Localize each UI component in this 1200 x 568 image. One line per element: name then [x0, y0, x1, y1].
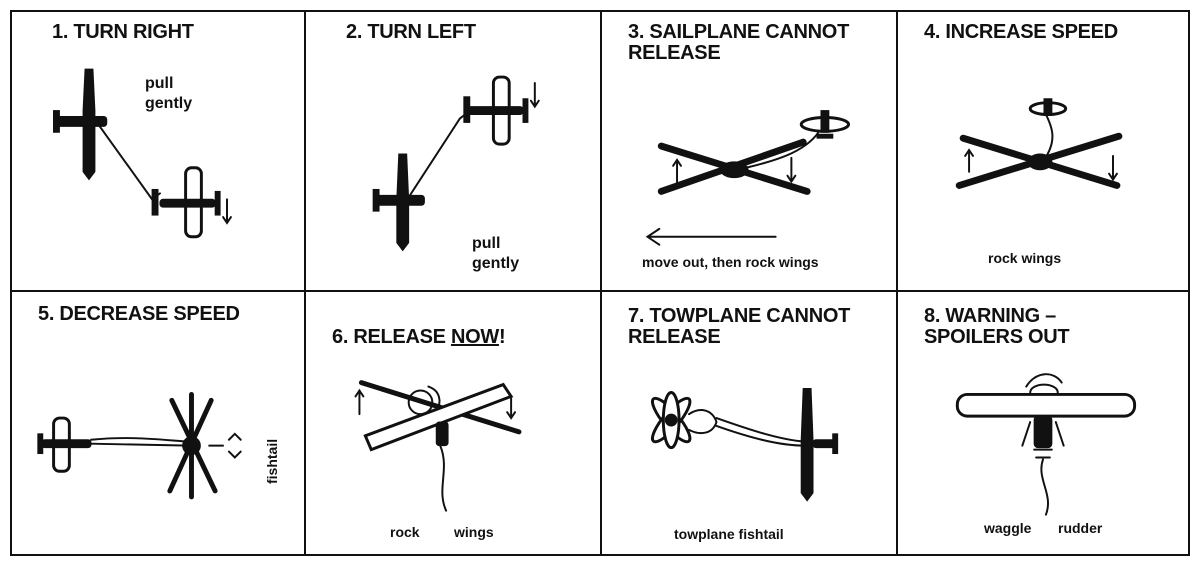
panel-caption: pull gently	[145, 75, 193, 112]
panel-caption: rock wings	[988, 250, 1062, 266]
panel-caption: pull gently	[472, 235, 520, 272]
towplane-icon	[1028, 98, 1068, 117]
title-prefix: 6. RELEASE	[332, 326, 451, 348]
panel-turn-right: 1. TURN RIGHT pull gently	[10, 10, 306, 292]
sailplane-icon	[354, 382, 517, 452]
sailplane-icon	[657, 138, 811, 195]
caption-waggle: waggle	[984, 520, 1032, 536]
panel-decrease-speed: 5. DECREASE SPEED fishtail	[10, 290, 306, 556]
caption-rudder: rudder	[1058, 520, 1103, 536]
panel-title: 5. DECREASE SPEED	[38, 303, 240, 325]
title-suffix: !	[498, 326, 506, 348]
caption-rock: rock	[390, 524, 420, 540]
panel-release-now: 6. RELEASE NOW! rock wings	[304, 290, 602, 556]
panel-turn-left: 2. TURN LEFT pull gently	[304, 10, 602, 292]
warning-spoilers-illustration	[955, 373, 1137, 516]
panel-sailplane-cannot-release: 3. SAILPLANE CANNOT RELEASE move out, th…	[600, 10, 898, 292]
panel-title: 1. TURN RIGHT	[52, 21, 194, 43]
panel-increase-speed: 4. INCREASE SPEED rock wings	[896, 10, 1190, 292]
panel-title: 7. TOWPLANE CANNOT RELEASE	[628, 305, 851, 348]
sailplane-icon	[372, 153, 425, 252]
towplane-icon	[151, 166, 232, 239]
decrease-speed-illustration	[37, 391, 242, 500]
release-now-illustration	[354, 380, 522, 512]
sailplane-icon	[800, 388, 839, 502]
towplane-icon	[463, 75, 540, 146]
sailplane-icon	[955, 132, 1123, 189]
tow-signals-grid: 1. TURN RIGHT pull gently 2. TURN LEFT p…	[10, 10, 1190, 556]
towplane-icon	[37, 416, 92, 473]
towplane-icon	[650, 390, 718, 450]
sailplane-icon	[955, 392, 1137, 459]
panel-title: 2. TURN LEFT	[346, 21, 476, 43]
turn-left-illustration	[372, 75, 540, 252]
panel-title: 6. RELEASE NOW!	[332, 306, 506, 348]
title-emphasis: NOW	[450, 326, 499, 348]
caption-wings: wings	[454, 524, 494, 540]
sailplane-icon	[53, 68, 108, 181]
panel-towplane-cannot-release: 7. TOWPLANE CANNOT RELEASE towplane fish…	[600, 290, 898, 556]
panel-warning-spoilers-out: 8. WARNING – SPOILERS OUT waggle rudder	[896, 290, 1190, 556]
panel-title: 4. INCREASE SPEED	[924, 21, 1118, 43]
sailplane-icon	[167, 391, 242, 500]
panel-caption: towplane fishtail	[674, 526, 784, 542]
towplane-cannot-release-illustration	[650, 388, 839, 502]
sailplane-cannot-release-illustration	[645, 110, 851, 246]
panel-title: 3. SAILPLANE CANNOT RELEASE	[628, 21, 849, 64]
panel-caption: move out, then rock wings	[642, 254, 819, 270]
increase-speed-illustration	[955, 98, 1123, 189]
panel-title: 8. WARNING – SPOILERS OUT	[924, 305, 1070, 348]
towplane-icon	[799, 110, 851, 139]
turn-right-illustration	[53, 68, 232, 239]
